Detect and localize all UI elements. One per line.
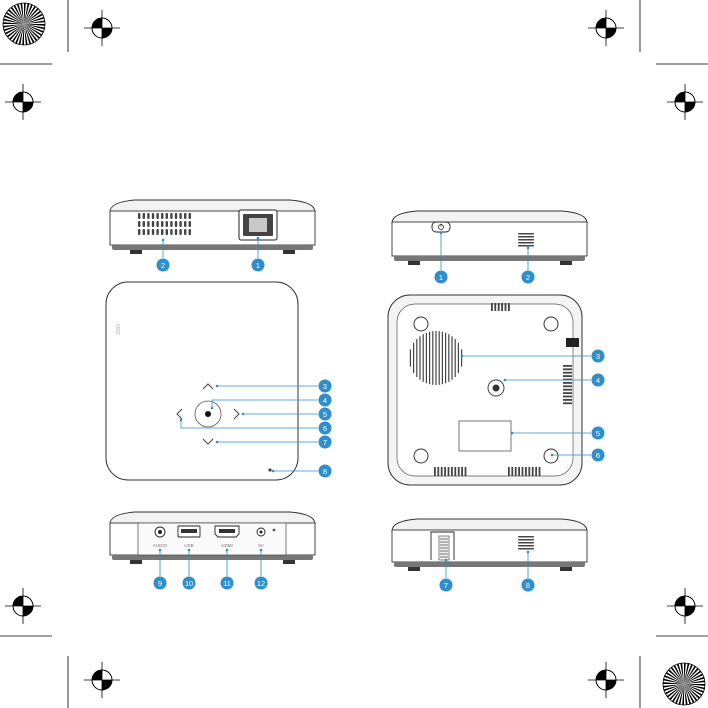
brand-label: 2000 bbox=[116, 324, 122, 335]
callout-number: 11 bbox=[223, 579, 231, 588]
registration-mark-icon bbox=[588, 10, 624, 46]
audio-port-label: AUDIO bbox=[153, 543, 168, 548]
front-view-diagram bbox=[110, 200, 315, 254]
focus-wheel bbox=[431, 532, 454, 560]
callout-number: 6 bbox=[596, 451, 600, 460]
callout-number: 6 bbox=[323, 424, 327, 433]
other-side-view-diagram bbox=[392, 519, 587, 571]
top-view-diagram: 2000 bbox=[106, 282, 298, 480]
power-icon bbox=[432, 222, 450, 232]
side-view-diagram bbox=[392, 211, 587, 265]
callout-number: 5 bbox=[596, 429, 600, 438]
starburst-mark-icon bbox=[663, 663, 705, 705]
callout-number: 2 bbox=[161, 261, 165, 270]
registration-mark-icon bbox=[5, 84, 41, 120]
bottom-view-diagram bbox=[388, 295, 582, 485]
callout-number: 4 bbox=[596, 376, 600, 385]
tripod-mount bbox=[488, 380, 504, 396]
callout-number: 10 bbox=[185, 579, 193, 588]
callout-number: 4 bbox=[323, 396, 327, 405]
callout-number: 8 bbox=[323, 467, 327, 476]
registration-mark-icon bbox=[667, 84, 703, 120]
callout-number: 7 bbox=[323, 438, 327, 447]
callout-number: 2 bbox=[526, 273, 530, 282]
callout-number: 9 bbox=[158, 579, 162, 588]
callout-number: 12 bbox=[257, 579, 265, 588]
usb-port-label: USB bbox=[184, 543, 193, 548]
callout-number: 3 bbox=[323, 382, 327, 391]
callout-number: 1 bbox=[439, 273, 443, 282]
label-panel bbox=[459, 421, 511, 451]
callout-number: 7 bbox=[444, 581, 448, 590]
lens bbox=[239, 210, 277, 240]
dc-port-label: 5V bbox=[258, 543, 264, 548]
registration-mark-icon bbox=[667, 588, 703, 624]
starburst-mark-icon bbox=[3, 3, 45, 45]
callout-number: 3 bbox=[596, 352, 600, 361]
hdmi-port-label: HDMI bbox=[221, 543, 233, 548]
registration-mark-icon bbox=[84, 662, 120, 698]
callout-number: 5 bbox=[323, 410, 327, 419]
registration-mark-icon bbox=[5, 588, 41, 624]
callout-number: 8 bbox=[526, 581, 530, 590]
callout-number: 1 bbox=[256, 261, 260, 270]
registration-mark-icon bbox=[84, 10, 120, 46]
registration-mark-icon bbox=[588, 662, 624, 698]
back-view-diagram: AUDIO USB HDMI 5V bbox=[110, 512, 315, 564]
